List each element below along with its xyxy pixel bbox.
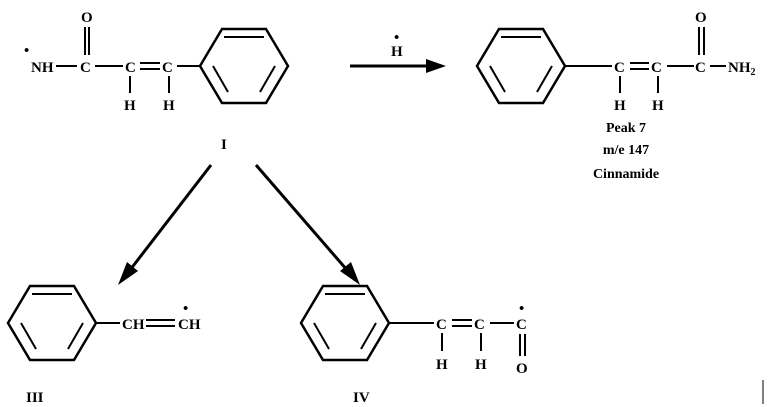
arrow-to-IV — [254, 164, 360, 285]
hydrogen-radical-dot: • — [394, 30, 399, 46]
arrow-to-III — [118, 164, 213, 285]
ch-atom: CH — [122, 317, 145, 333]
carbonyl-carbon: C — [695, 60, 706, 76]
compound-I: • NH C O C C H H I — [24, 10, 290, 153]
caption-peak: Peak 7 — [606, 121, 646, 136]
oxygen-atom: O — [695, 10, 707, 26]
benzene-ring — [475, 27, 567, 105]
hydrogen-radical: H — [391, 44, 403, 60]
benzene-ring — [6, 284, 98, 362]
compound-label-I: I — [221, 137, 227, 153]
nh-text: NH — [728, 60, 751, 76]
beta-carbon: C — [162, 60, 173, 76]
compound-III: CH • CH III — [6, 284, 201, 406]
nh-atom: NH — [31, 60, 54, 76]
alpha-carbon: C — [651, 60, 662, 76]
carbonyl-carbon: C — [80, 60, 91, 76]
oxygen-atom: O — [81, 10, 93, 26]
hydrogen-atom: H — [614, 98, 626, 114]
reaction-arrow-to-cinnamide: • H — [350, 30, 446, 73]
benzene-ring — [198, 27, 290, 105]
hydrogen-atom: H — [124, 98, 136, 114]
compound-label-III: III — [26, 390, 44, 406]
alpha-carbon: C — [474, 317, 485, 333]
beta-carbon: C — [614, 60, 625, 76]
hydrogen-atom: H — [652, 98, 664, 114]
nh-radical-dot: • — [24, 43, 29, 59]
radical-dot: • — [519, 301, 524, 317]
oxygen-atom: O — [516, 361, 528, 377]
caption-mass: m/e 147 — [603, 143, 649, 158]
benzene-ring — [299, 284, 391, 362]
hydrogen-atom: H — [436, 357, 448, 373]
compound-label-IV: IV — [353, 390, 370, 406]
subscript-2: 2 — [751, 67, 756, 78]
amide-nitrogen: NH2 — [728, 60, 756, 78]
beta-carbon: C — [436, 317, 447, 333]
hydrogen-atom: H — [475, 357, 487, 373]
hydrogen-atom: H — [163, 98, 175, 114]
caption-name: Cinnamide — [593, 167, 659, 182]
acyl-carbon: C — [516, 317, 527, 333]
ch-atom: CH — [178, 317, 201, 333]
alpha-carbon: C — [125, 60, 136, 76]
cinnamide-product: C C H H C O NH2 Peak 7 m/e 147 Cinnamide — [475, 10, 756, 182]
radical-dot: • — [183, 301, 188, 317]
compound-IV: C C H H • C O IV — [299, 284, 528, 406]
